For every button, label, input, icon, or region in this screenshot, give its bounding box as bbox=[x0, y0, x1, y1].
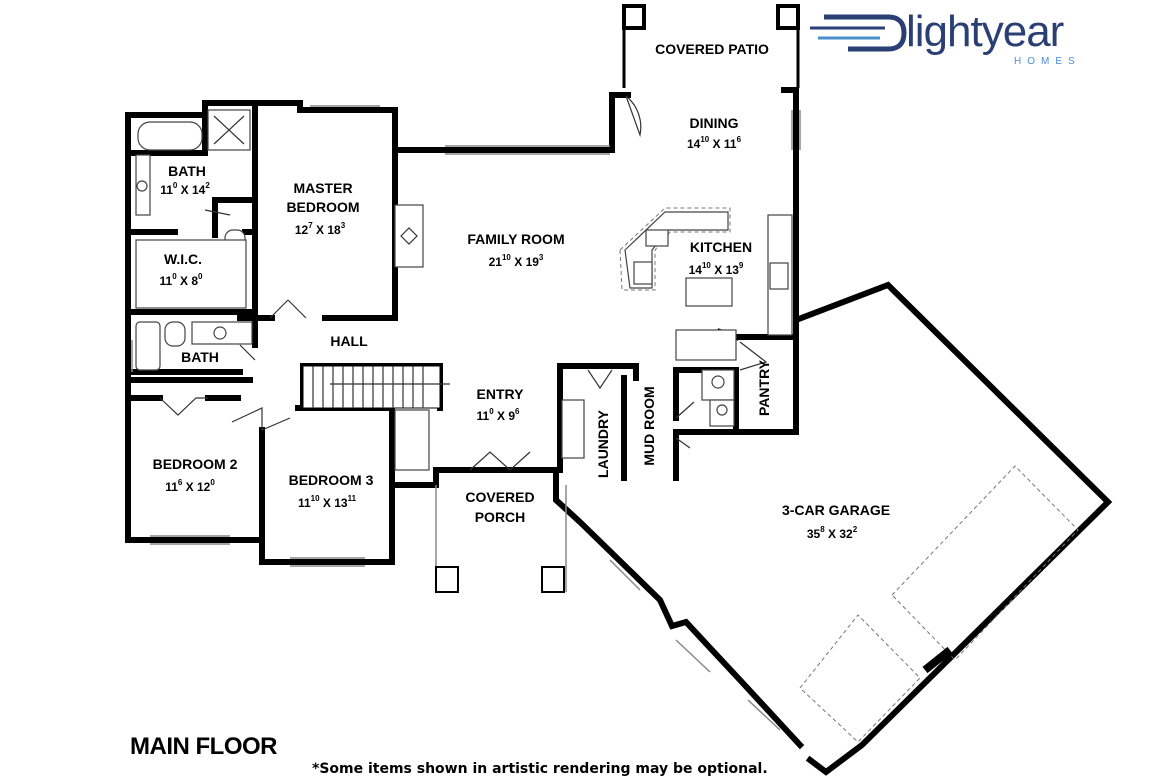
bedroom-3-dims: 1110 X 1311 bbox=[298, 494, 357, 510]
bath-tub-2-icon bbox=[135, 321, 161, 371]
kitchen-counter-lower bbox=[675, 329, 737, 361]
stove-icon bbox=[769, 262, 789, 290]
bedroom-2-label: BEDROOM 2 bbox=[153, 456, 238, 472]
porch-posts bbox=[435, 485, 567, 593]
entry-label: ENTRY bbox=[477, 386, 525, 402]
toilet-2-icon bbox=[164, 321, 186, 347]
brand-swoosh-icon bbox=[810, 14, 907, 52]
tub-icon bbox=[137, 121, 203, 151]
closet-3 bbox=[394, 409, 430, 471]
pantry-label: PANTRY bbox=[756, 359, 772, 416]
hall-label: HALL bbox=[330, 333, 368, 349]
garage-label: 3-CAR GARAGE bbox=[782, 502, 890, 518]
fireplace-icon bbox=[394, 204, 424, 268]
kitchen-island bbox=[685, 277, 733, 307]
sink-icon bbox=[645, 229, 669, 247]
room-labels: COVERED PATIO DINING 1410 X 116 MASTER B… bbox=[153, 41, 890, 541]
patio-posts bbox=[622, 4, 800, 30]
laundry-label: LAUNDRY bbox=[595, 409, 611, 478]
disclaimer: *Some items shown in artistic rendering … bbox=[312, 761, 768, 777]
wic-dims: 110 X 80 bbox=[160, 272, 204, 288]
garage-dims: 358 X 322 bbox=[807, 525, 858, 541]
dining-label: DINING bbox=[690, 115, 739, 131]
family-room-dims: 2110 X 193 bbox=[489, 253, 544, 269]
doors bbox=[159, 95, 768, 471]
dining-dims: 1410 X 116 bbox=[687, 135, 742, 151]
bath-2-label: BATH bbox=[181, 349, 219, 365]
brand-subtitle: HOMES bbox=[1014, 56, 1081, 67]
garage-doors bbox=[609, 465, 1079, 743]
entry-dims: 110 X 96 bbox=[477, 407, 521, 423]
bath-1-label: BATH bbox=[168, 163, 206, 179]
exterior-walls bbox=[125, 87, 1113, 776]
closet-rod bbox=[135, 239, 247, 309]
master-bedroom-label-1: MASTER bbox=[293, 180, 352, 196]
master-bedroom-label-2: BEDROOM bbox=[286, 199, 359, 215]
stairs bbox=[302, 365, 450, 409]
floor-title: MAIN FLOOR bbox=[130, 733, 277, 760]
kitchen-dims: 1410 X 139 bbox=[689, 261, 744, 277]
kitchen-label: KITCHEN bbox=[690, 239, 752, 255]
master-bedroom-dims: 127 X 183 bbox=[295, 221, 346, 237]
bedroom-2-dims: 116 X 120 bbox=[165, 478, 215, 494]
covered-porch-label-2: PORCH bbox=[475, 509, 526, 525]
windows bbox=[131, 105, 801, 567]
covered-porch-label-1: COVERED bbox=[465, 489, 534, 505]
covered-patio-label: COVERED PATIO bbox=[655, 41, 769, 57]
family-room-label: FAMILY ROOM bbox=[467, 231, 564, 247]
dishwasher bbox=[633, 261, 653, 285]
wic-label: W.I.C. bbox=[164, 251, 202, 267]
mud-room-label: MUD ROOM bbox=[641, 386, 657, 465]
brand-wordmark: lightyear bbox=[906, 7, 1064, 56]
washer-dryer-icon bbox=[561, 399, 585, 459]
bath-1-dims: 110 X 142 bbox=[160, 181, 210, 197]
fixtures bbox=[135, 109, 793, 471]
bedroom-3-label: BEDROOM 3 bbox=[289, 472, 374, 488]
